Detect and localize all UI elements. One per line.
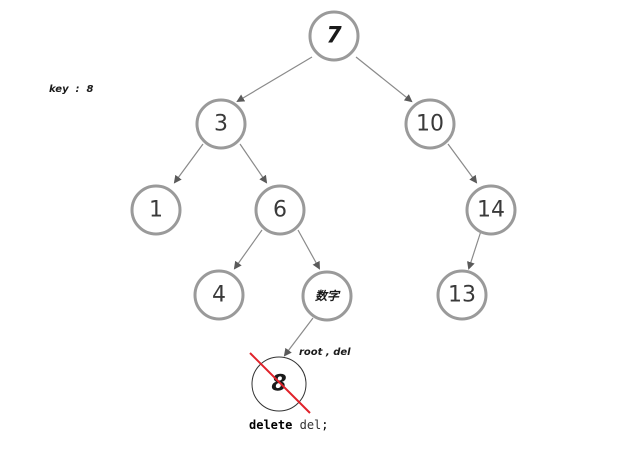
delete-statement: delete del;: [249, 418, 329, 432]
node-label: 数字: [315, 289, 341, 303]
pointer-annotation: root , del: [299, 347, 351, 358]
edge-3-1: [173, 143, 204, 184]
tree-node-6: 6: [254, 184, 306, 236]
tree-node-1: 1: [130, 184, 182, 236]
tree-node-4: 4: [193, 269, 245, 321]
tree-node-7: 7: [308, 10, 360, 62]
edge-6-4: [233, 229, 263, 270]
strikethrough-line: [249, 352, 311, 414]
edge-3-6: [239, 143, 268, 184]
tree-node-3: 3: [195, 98, 247, 150]
edge-10-14: [447, 143, 478, 184]
edge-7-10: [355, 56, 413, 103]
code-terminator: ;: [321, 418, 329, 432]
tree-node-placeholder: 数字: [301, 270, 353, 322]
tree-node-14: 14: [465, 184, 517, 236]
node-label: 1: [149, 198, 163, 223]
node-label: 6: [273, 198, 287, 223]
tree-node-10: 10: [404, 98, 456, 150]
node-label: 14: [477, 198, 505, 223]
node-label: 4: [212, 283, 226, 308]
tree-node-8-deleted: 8: [249, 352, 311, 414]
edge-7-3: [236, 56, 313, 103]
node-label: 13: [448, 283, 476, 308]
node-label: 7: [326, 24, 342, 49]
node-label: 10: [416, 112, 444, 137]
code-identifier: del: [299, 418, 322, 432]
key-annotation: key : 8: [49, 84, 94, 95]
edge-14-13: [467, 230, 482, 270]
edge-placeholder-8: [283, 317, 314, 357]
code-keyword: delete: [249, 418, 293, 432]
edge-6-placeholder: [297, 229, 320, 270]
node-label: 3: [214, 112, 228, 137]
tree-edges: [173, 56, 482, 357]
tree-node-13: 13: [436, 269, 488, 321]
